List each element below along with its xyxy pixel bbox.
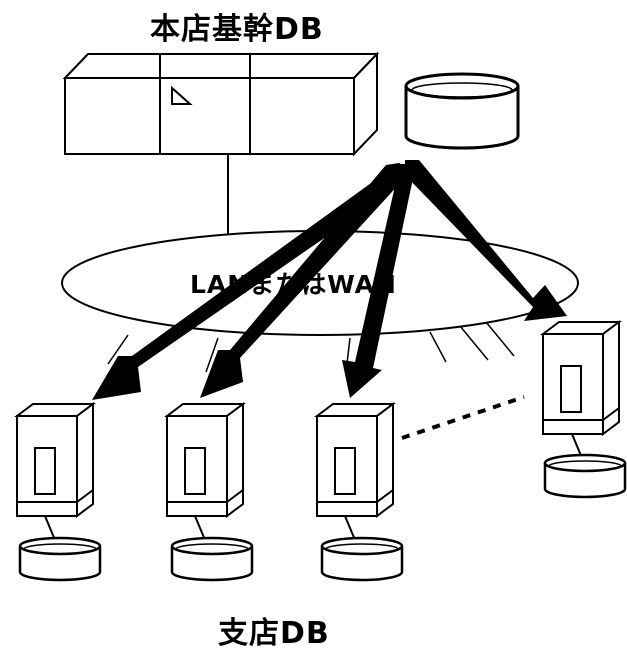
branch-server-1 <box>17 404 93 516</box>
network-label: LANまたはWAN <box>190 265 397 301</box>
dashed-link <box>402 397 524 438</box>
branch-server-2 <box>167 404 243 516</box>
branch-server-4 <box>543 322 619 434</box>
hq-database-title: 本店基幹DB <box>150 4 324 48</box>
branch-disk-2 <box>172 538 252 580</box>
hq-server <box>65 54 377 154</box>
branch-server-3 <box>317 404 393 516</box>
disk-connectors <box>45 434 582 540</box>
branch-database-title: 支店DB <box>218 608 330 652</box>
branch-disk-3 <box>322 538 402 580</box>
branch-disk-4 <box>545 455 625 497</box>
branch-disk-1 <box>20 538 100 580</box>
hq-database <box>406 74 518 148</box>
